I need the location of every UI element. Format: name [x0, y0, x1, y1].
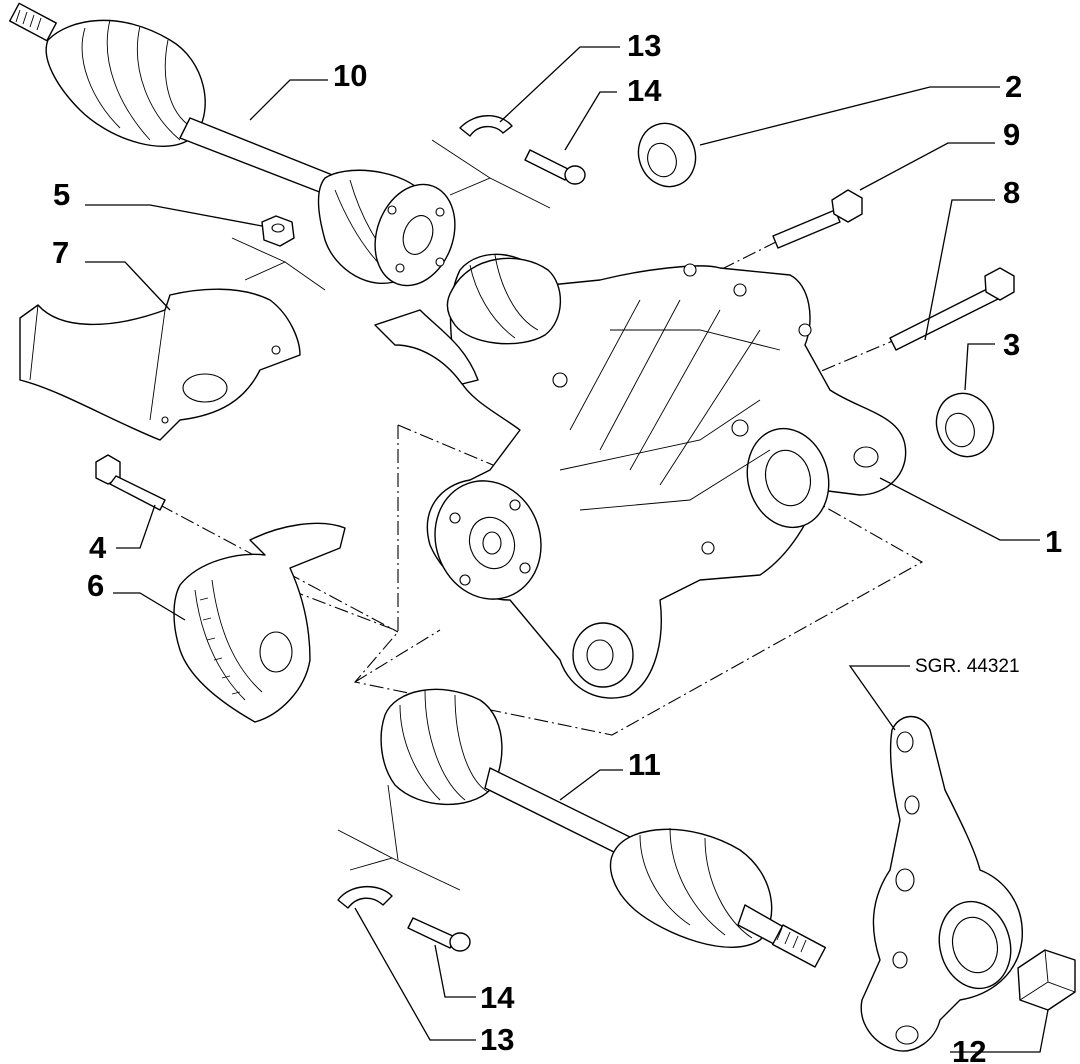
heat-shield-upper — [19, 288, 301, 441]
callout-14-top: 14 — [627, 73, 662, 108]
callout-10: 10 — [333, 58, 367, 93]
reference-code: SGR. 44321 — [915, 656, 1020, 677]
callout-13-top: 13 — [627, 28, 661, 63]
callout-labels: 1 2 3 4 5 6 7 8 9 10 11 12 13 13 14 14 S… — [52, 28, 1062, 1064]
callout-7: 7 — [52, 235, 69, 270]
callout-4: 4 — [89, 530, 107, 565]
callout-6: 6 — [87, 568, 104, 603]
callout-1: 1 — [1045, 524, 1062, 559]
callout-8: 8 — [1003, 175, 1020, 210]
differential-housing — [374, 253, 907, 699]
callout-11: 11 — [628, 747, 661, 782]
leader-lines — [85, 46, 1049, 1053]
steering-knuckle — [860, 715, 1023, 1052]
callout-5: 5 — [53, 177, 70, 212]
callout-3: 3 — [1003, 327, 1020, 362]
callout-2: 2 — [1005, 69, 1022, 104]
callout-12: 12 — [952, 1034, 986, 1064]
drive-shaft-upper — [9, 2, 456, 287]
fasteners — [95, 115, 1076, 1011]
heat-shield-lower — [173, 522, 346, 723]
assembly-lines — [159, 139, 924, 891]
drive-shaft-lower — [380, 688, 827, 968]
callout-14-bottom: 14 — [480, 980, 515, 1015]
callout-9: 9 — [1003, 117, 1020, 152]
callout-13-bottom: 13 — [480, 1022, 514, 1057]
